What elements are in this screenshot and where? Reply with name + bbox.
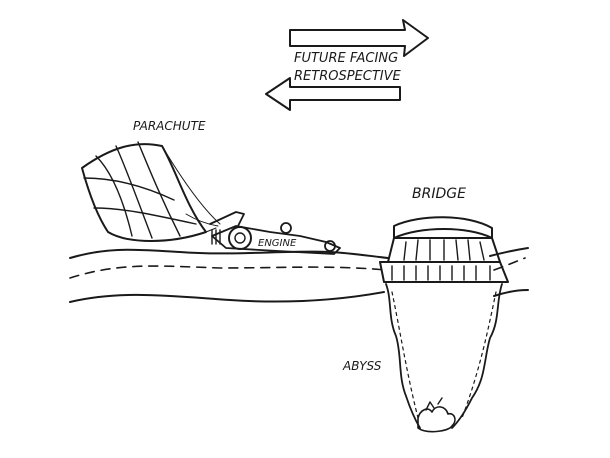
engine-label: ENGINE xyxy=(258,238,297,249)
abyss xyxy=(385,283,503,433)
road xyxy=(69,247,529,303)
future-facing-arrow xyxy=(289,19,429,57)
parachute xyxy=(81,141,221,242)
parachute-label: PARACHUTE xyxy=(133,119,206,133)
direction-arrows: FUTURE FACING RETROSPECTIVE xyxy=(265,19,429,111)
future-facing-label: FUTURE FACING xyxy=(294,51,398,66)
bridge-label: BRIDGE xyxy=(412,186,466,202)
engine-car xyxy=(209,211,341,255)
abyss-label: ABYSS xyxy=(342,359,382,373)
retrospective-arrow xyxy=(265,77,401,111)
bridge xyxy=(379,216,509,283)
retrospective-label: RETROSPECTIVE xyxy=(294,69,402,84)
